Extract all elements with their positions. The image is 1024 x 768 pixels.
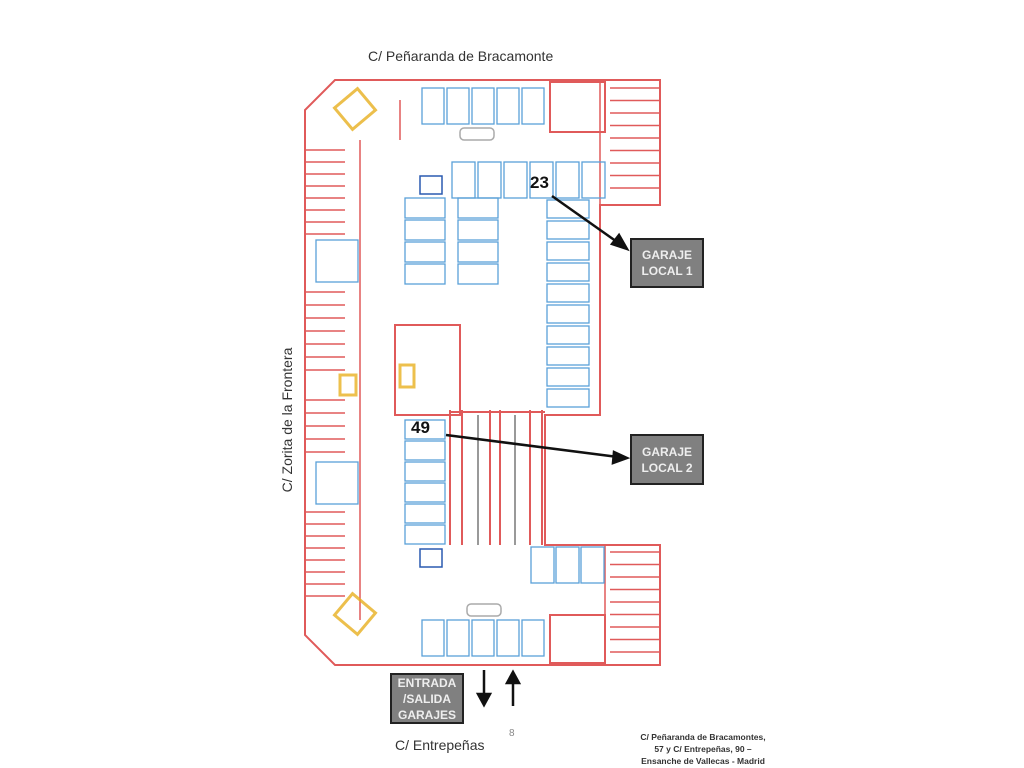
street-label-top: C/ Peñaranda de Bracamonte xyxy=(368,48,554,64)
bottom-core xyxy=(549,614,606,664)
parking-spot xyxy=(530,546,555,584)
parking-spot xyxy=(546,199,590,219)
page-number: 8 xyxy=(509,728,515,739)
parking-spot xyxy=(457,197,499,219)
garage-local-2-label: GARAJE LOCAL 2 xyxy=(630,434,704,485)
pointer-line-23 xyxy=(551,194,621,246)
parking-spot xyxy=(471,87,495,125)
arrowhead xyxy=(609,232,630,252)
accessible-spot-icon xyxy=(419,175,443,195)
parking-spot xyxy=(496,619,520,657)
parking-spot xyxy=(457,263,499,285)
address-line: 57 y C/ Entrepeñas, 90 – xyxy=(654,744,752,754)
parking-spot xyxy=(546,388,590,408)
car-icon xyxy=(466,603,502,617)
parking-spot xyxy=(404,241,446,263)
parking-spot xyxy=(404,461,446,482)
parking-spot xyxy=(555,161,580,199)
parking-spot xyxy=(446,87,470,125)
parking-spot xyxy=(404,197,446,219)
parking-spot xyxy=(457,241,499,263)
parking-spot xyxy=(446,619,470,657)
corridor-walls xyxy=(449,410,545,545)
address-line: Ensanche de Vallecas - Madrid xyxy=(641,756,765,766)
parking-spot xyxy=(496,87,520,125)
street-label-left: C/ Zorita de la Frontera xyxy=(279,347,295,493)
accessible-spot-icon xyxy=(419,548,443,568)
building-outline xyxy=(304,79,661,666)
address-line: C/ Peñaranda de Bracamontes, xyxy=(640,732,766,742)
parking-spot xyxy=(404,503,446,524)
parking-spot xyxy=(521,87,545,125)
label-line: /SALIDA xyxy=(403,691,451,706)
stair-icon xyxy=(332,86,378,132)
parking-spot xyxy=(546,241,590,261)
parking-spot xyxy=(546,367,590,387)
parking-spot xyxy=(421,87,445,125)
parking-spot xyxy=(404,440,446,461)
parking-spot xyxy=(477,161,502,199)
label-line: LOCAL 2 xyxy=(641,460,693,475)
label-line: LOCAL 1 xyxy=(641,264,693,278)
parking-spot xyxy=(546,325,590,345)
parking-spot xyxy=(503,161,528,199)
parking-spot xyxy=(546,283,590,303)
arrowhead xyxy=(611,450,631,465)
parking-spot xyxy=(529,161,554,199)
parking-spot xyxy=(457,219,499,241)
car-icon xyxy=(459,127,495,141)
parking-spot xyxy=(546,262,590,282)
address: C/ Peñaranda de Bracamontes, 57 y C/ Ent… xyxy=(628,731,778,767)
parking-spot xyxy=(404,219,446,241)
parking-spot xyxy=(546,220,590,240)
parking-spot xyxy=(451,161,476,199)
spot-number-23: 23 xyxy=(530,173,549,192)
exit-arrow-head xyxy=(475,692,493,708)
parking-spot xyxy=(546,346,590,366)
entrance-exit-label: ENTRADA /SALIDA GARAJES xyxy=(390,673,464,724)
pointer-line-49 xyxy=(445,433,619,459)
label-line: GARAJE xyxy=(641,248,692,262)
label-line: GARAJES xyxy=(397,707,456,722)
garage-local-1-label: GARAJE LOCAL 1 xyxy=(630,238,704,288)
parking-spot xyxy=(404,263,446,285)
central-storage-block xyxy=(394,324,461,416)
entry-arrow-head xyxy=(504,669,522,685)
parking-spot xyxy=(555,546,580,584)
label-line: GARAJE xyxy=(641,444,692,459)
parking-spot xyxy=(404,524,446,545)
parking-spot xyxy=(404,482,446,503)
parking-spot xyxy=(315,461,359,505)
spot-number-49: 49 xyxy=(411,418,430,437)
inner-outline xyxy=(359,80,606,665)
stair-icon xyxy=(398,363,416,389)
parking-spot xyxy=(521,619,545,657)
parking-spot xyxy=(315,239,359,283)
parking-spot xyxy=(471,619,495,657)
parking-spot xyxy=(581,161,606,199)
street-label-bottom: C/ Entrepeñas xyxy=(395,737,485,753)
stair-icon xyxy=(332,591,378,637)
parking-spot xyxy=(580,546,605,584)
parking-spot xyxy=(421,619,445,657)
label-line: ENTRADA xyxy=(397,675,457,690)
parking-spot xyxy=(404,419,446,440)
parking-spot xyxy=(546,304,590,324)
top-core xyxy=(549,81,606,133)
stair-icon xyxy=(338,373,358,397)
